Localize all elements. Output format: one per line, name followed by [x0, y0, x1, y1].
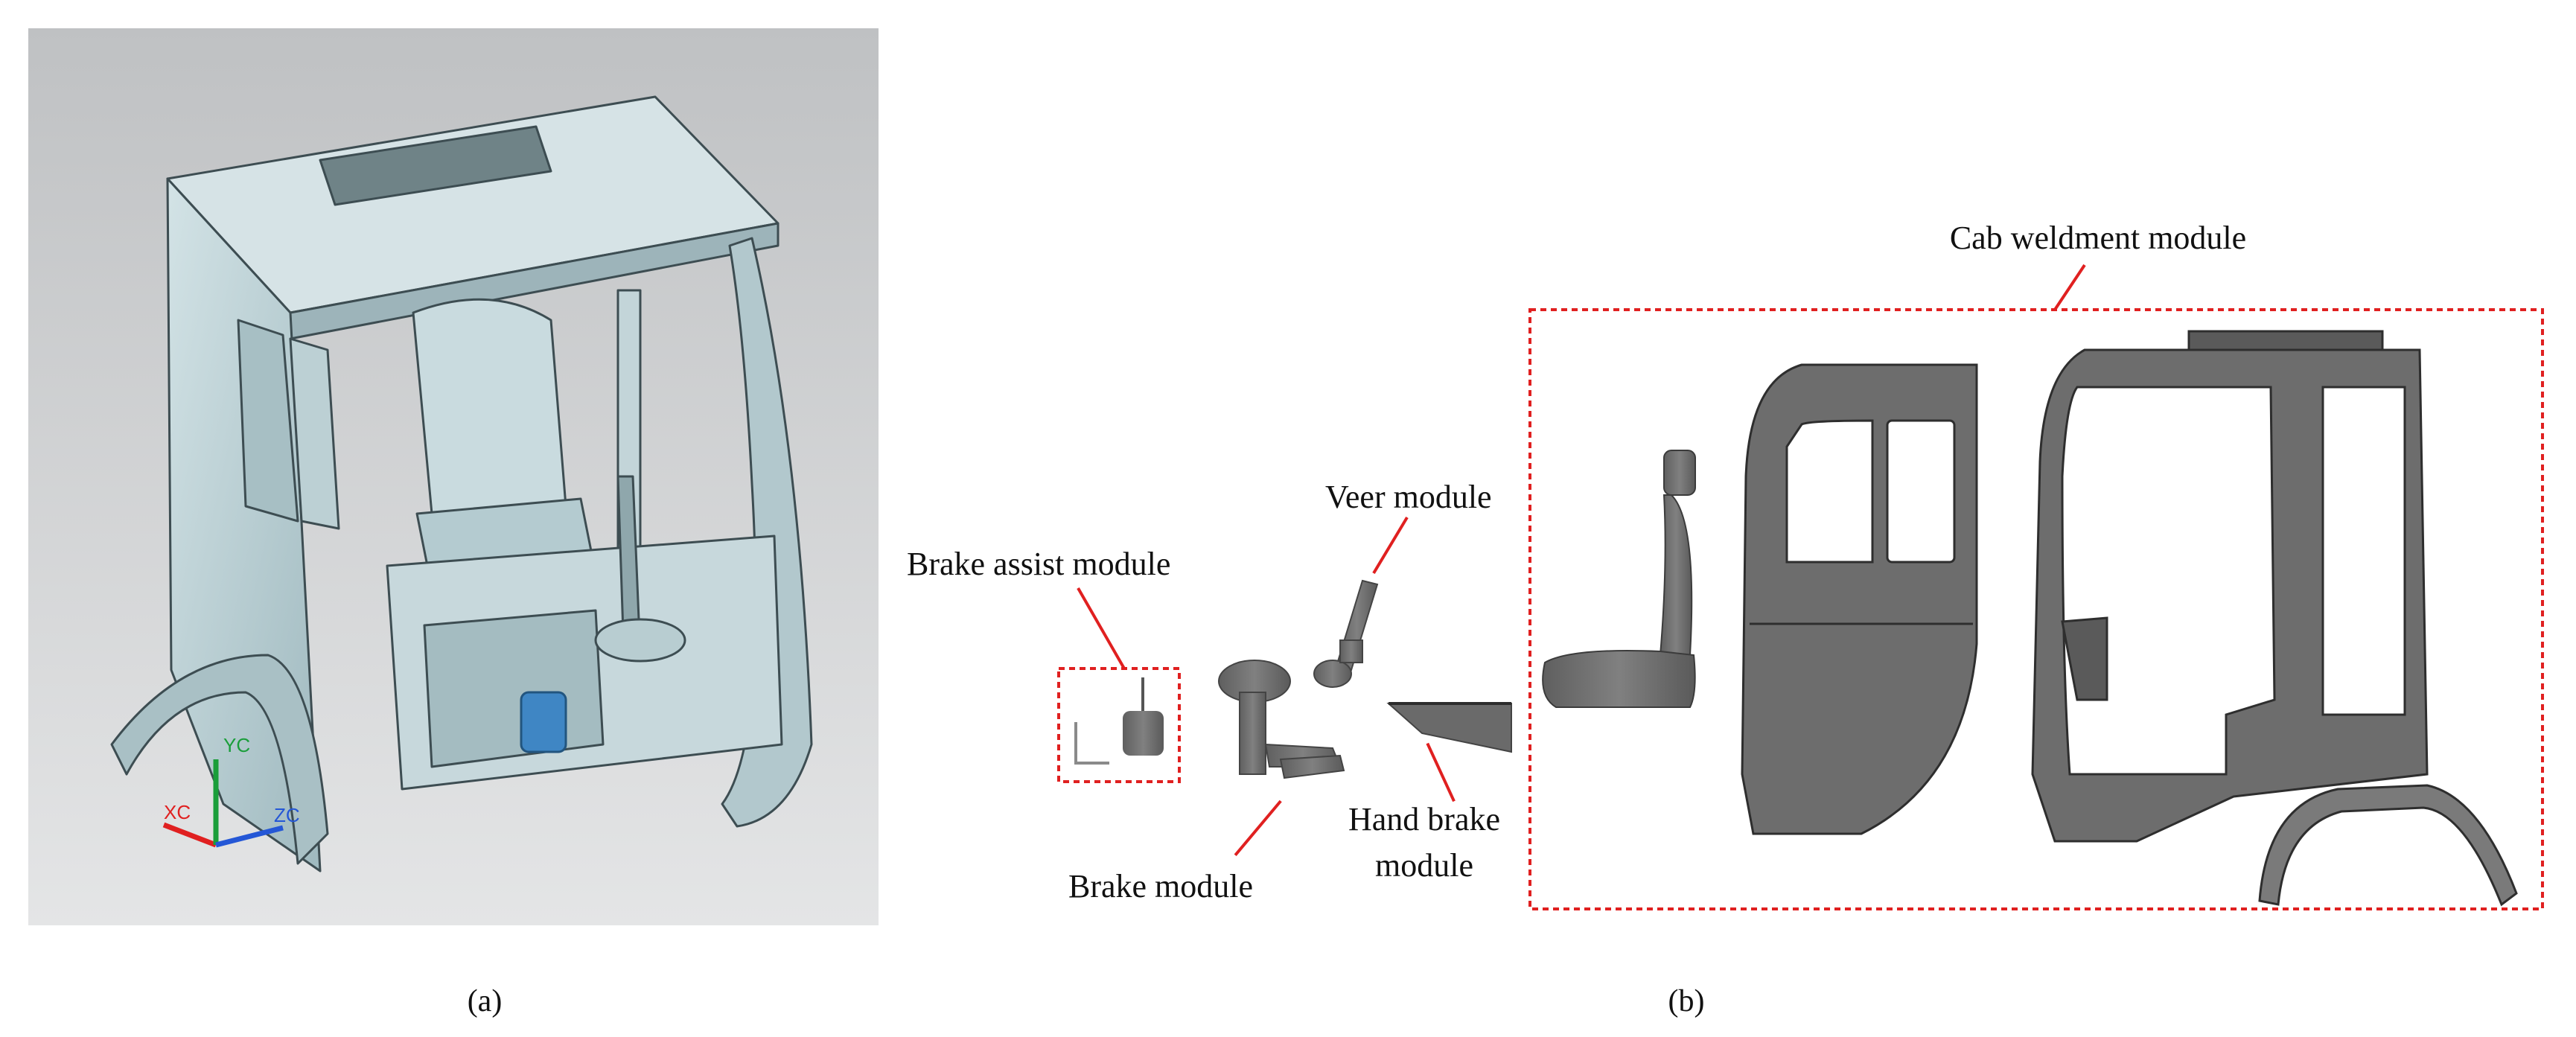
veer-module: Veer module — [1313, 479, 1492, 688]
hand-brake-part — [1386, 702, 1512, 753]
fender-part — [2258, 784, 2518, 907]
cab-weldment-box — [1528, 308, 2544, 910]
brake-assist-label: Brake assist module — [907, 546, 1170, 582]
panel-a-caption: (a) — [468, 984, 503, 1018]
veer-leader — [1372, 516, 1409, 575]
door-part — [1741, 363, 1978, 835]
y-axis-label: YC — [223, 734, 250, 756]
cab-weldment-callout: Cab weldment module — [1528, 220, 2544, 910]
brake-module: Brake module — [1068, 660, 1345, 904]
brake-assist-leader — [1077, 587, 1126, 669]
hand-brake-leader — [1426, 742, 1456, 803]
brake-module-label: Brake module — [1068, 868, 1253, 904]
z-axis-arrow — [215, 825, 284, 848]
seat-part — [1542, 450, 1696, 708]
panel-a: XC YC ZC (a) — [28, 28, 879, 1018]
brake-assist-box — [1057, 667, 1181, 783]
hand-brake-label-line2: module — [1375, 847, 1473, 884]
brake-assist-callout: Brake assist module — [907, 546, 1181, 783]
cab-assembly-render — [110, 95, 813, 872]
z-axis-label: ZC — [274, 804, 300, 826]
brake-module-leader — [1234, 800, 1282, 857]
cab-frame-part — [2031, 330, 2429, 843]
panel-b: Brake assist module Brake module Veer mo… — [907, 220, 2544, 1018]
veer-module-part — [1313, 579, 1379, 688]
hand-brake-module: Hand brake module — [1348, 702, 1512, 884]
brake-assist-part — [1074, 677, 1164, 765]
panel-b-caption: (b) — [1668, 984, 1705, 1018]
hand-brake-label-line1: Hand brake — [1348, 801, 1500, 837]
x-axis-arrow — [162, 822, 217, 848]
cab-weldment-label: Cab weldment module — [1950, 220, 2246, 256]
coordinate-axes: XC YC ZC — [162, 734, 300, 848]
x-axis-label: XC — [164, 801, 191, 823]
cab-weldment-leader — [2053, 264, 2086, 311]
brake-module-part — [1218, 660, 1345, 779]
veer-label: Veer module — [1325, 479, 1492, 515]
